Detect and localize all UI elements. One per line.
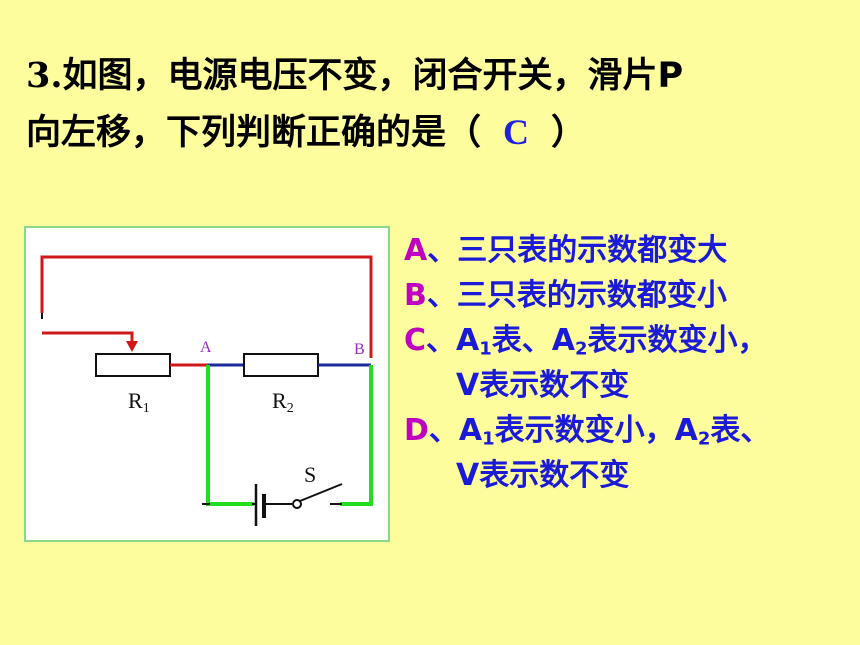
red-wire-top [40,255,373,358]
option-c-part2: 表、A [491,323,575,358]
label-r2: R2 [272,388,294,416]
question-text: 3.如图，电源电压不变，闭合开关，滑片P 向左移，下列判断正确的是（ C ） [26,48,846,161]
red-wire-slider [42,331,134,348]
option-d-part2: 表示数变小，A [494,413,698,448]
question-line2-suffix: ） [551,113,587,153]
option-c-sub2: 2 [575,338,588,360]
label-a: A [200,339,212,356]
option-c-letter: C [404,323,427,358]
option-b-text: 三只表的示数都变小 [456,278,727,313]
resistor-r1 [95,353,171,377]
option-a-letter: A [404,233,428,268]
green-wire-right [340,365,373,506]
resistor-r2 [243,353,319,377]
option-c-part3: 表示数变小， [587,323,768,358]
option-c-line2: V表示数不变 [456,368,630,403]
option-c-sub1: 1 [479,338,492,360]
label-b: B [354,341,365,358]
circuit-diagram: R1 R2 A B S [24,226,390,542]
question-line1-text: 如图，电源电压不变，闭合开关，滑片P [62,56,684,96]
option-c-part1: A [456,323,480,358]
green-wire-left [206,365,254,506]
label-r1: R1 [128,388,150,416]
option-d-part1: A [458,413,483,448]
option-d-sep: 、 [428,413,459,448]
option-d[interactable]: D、A1表示数变小，A2表、 [404,408,844,453]
option-c-sep: 、 [426,323,457,358]
question-line2-prefix: 向左移，下列判断正确的是（ [26,113,482,153]
option-c[interactable]: C、A1表、A2表示数变小， [404,318,844,363]
option-d-sub1: 1 [482,428,495,450]
question-line-1: 3.如图，电源电压不变，闭合开关，滑片P [26,48,846,104]
switch-contact [292,499,302,509]
option-b-letter: B [404,278,427,313]
question-line-2: 向左移，下列判断正确的是（ C ） [26,104,846,161]
option-d-part3: 表、 [710,413,771,448]
option-b[interactable]: B、三只表的示数都变小 [404,273,844,318]
label-s: S [304,462,316,487]
option-d-letter: D [404,413,429,448]
option-a[interactable]: A、三只表的示数都变大 [404,228,844,273]
options-list: A、三只表的示数都变大 B、三只表的示数都变小 C、A1表、A2表示数变小， V… [404,228,844,498]
option-d-line2: V表示数不变 [456,458,630,493]
option-d-sub2: 2 [697,428,711,450]
answer-letter: C [503,112,530,152]
option-a-text: 三只表的示数都变大 [457,233,728,268]
slider-arrow [126,341,138,352]
switch-lever [299,483,343,502]
circuit-svg: R1 R2 A B S [40,255,373,526]
option-b-sep: 、 [426,278,457,313]
question-number: 3. [26,55,63,96]
option-a-sep: 、 [427,233,458,268]
